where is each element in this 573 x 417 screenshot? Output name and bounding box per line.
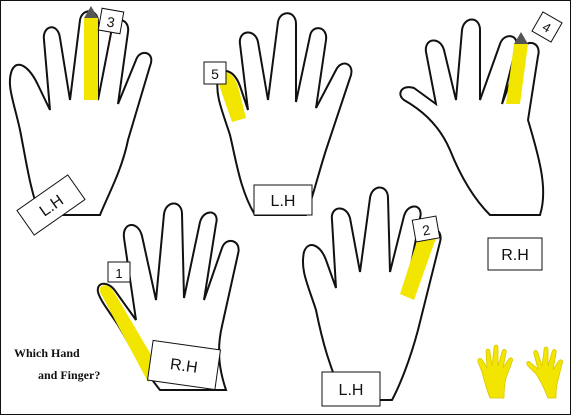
title-line-1: Which Hand (14, 346, 100, 362)
hand-label: L.H (271, 193, 296, 210)
finger-number: 5 (211, 66, 219, 82)
hand-bottom-left: 1 R.H (98, 204, 239, 391)
hand-top-left: 3 L.H (10, 6, 151, 235)
title-line-2: and Finger? (14, 368, 100, 384)
two-yellow-hands-icon (478, 345, 563, 398)
worksheet-title: Which Hand and Finger? (14, 346, 100, 383)
pencil-tip-icon (514, 32, 528, 44)
hand-label: L.H (339, 382, 364, 399)
highlighted-finger (84, 18, 98, 100)
hand-top-middle: 5 L.H (204, 13, 351, 215)
hand-outline (10, 11, 151, 215)
finger-number: 1 (115, 266, 122, 281)
hand-label: R.H (501, 247, 529, 264)
hand-bottom-middle: 2 L.H (303, 188, 441, 407)
